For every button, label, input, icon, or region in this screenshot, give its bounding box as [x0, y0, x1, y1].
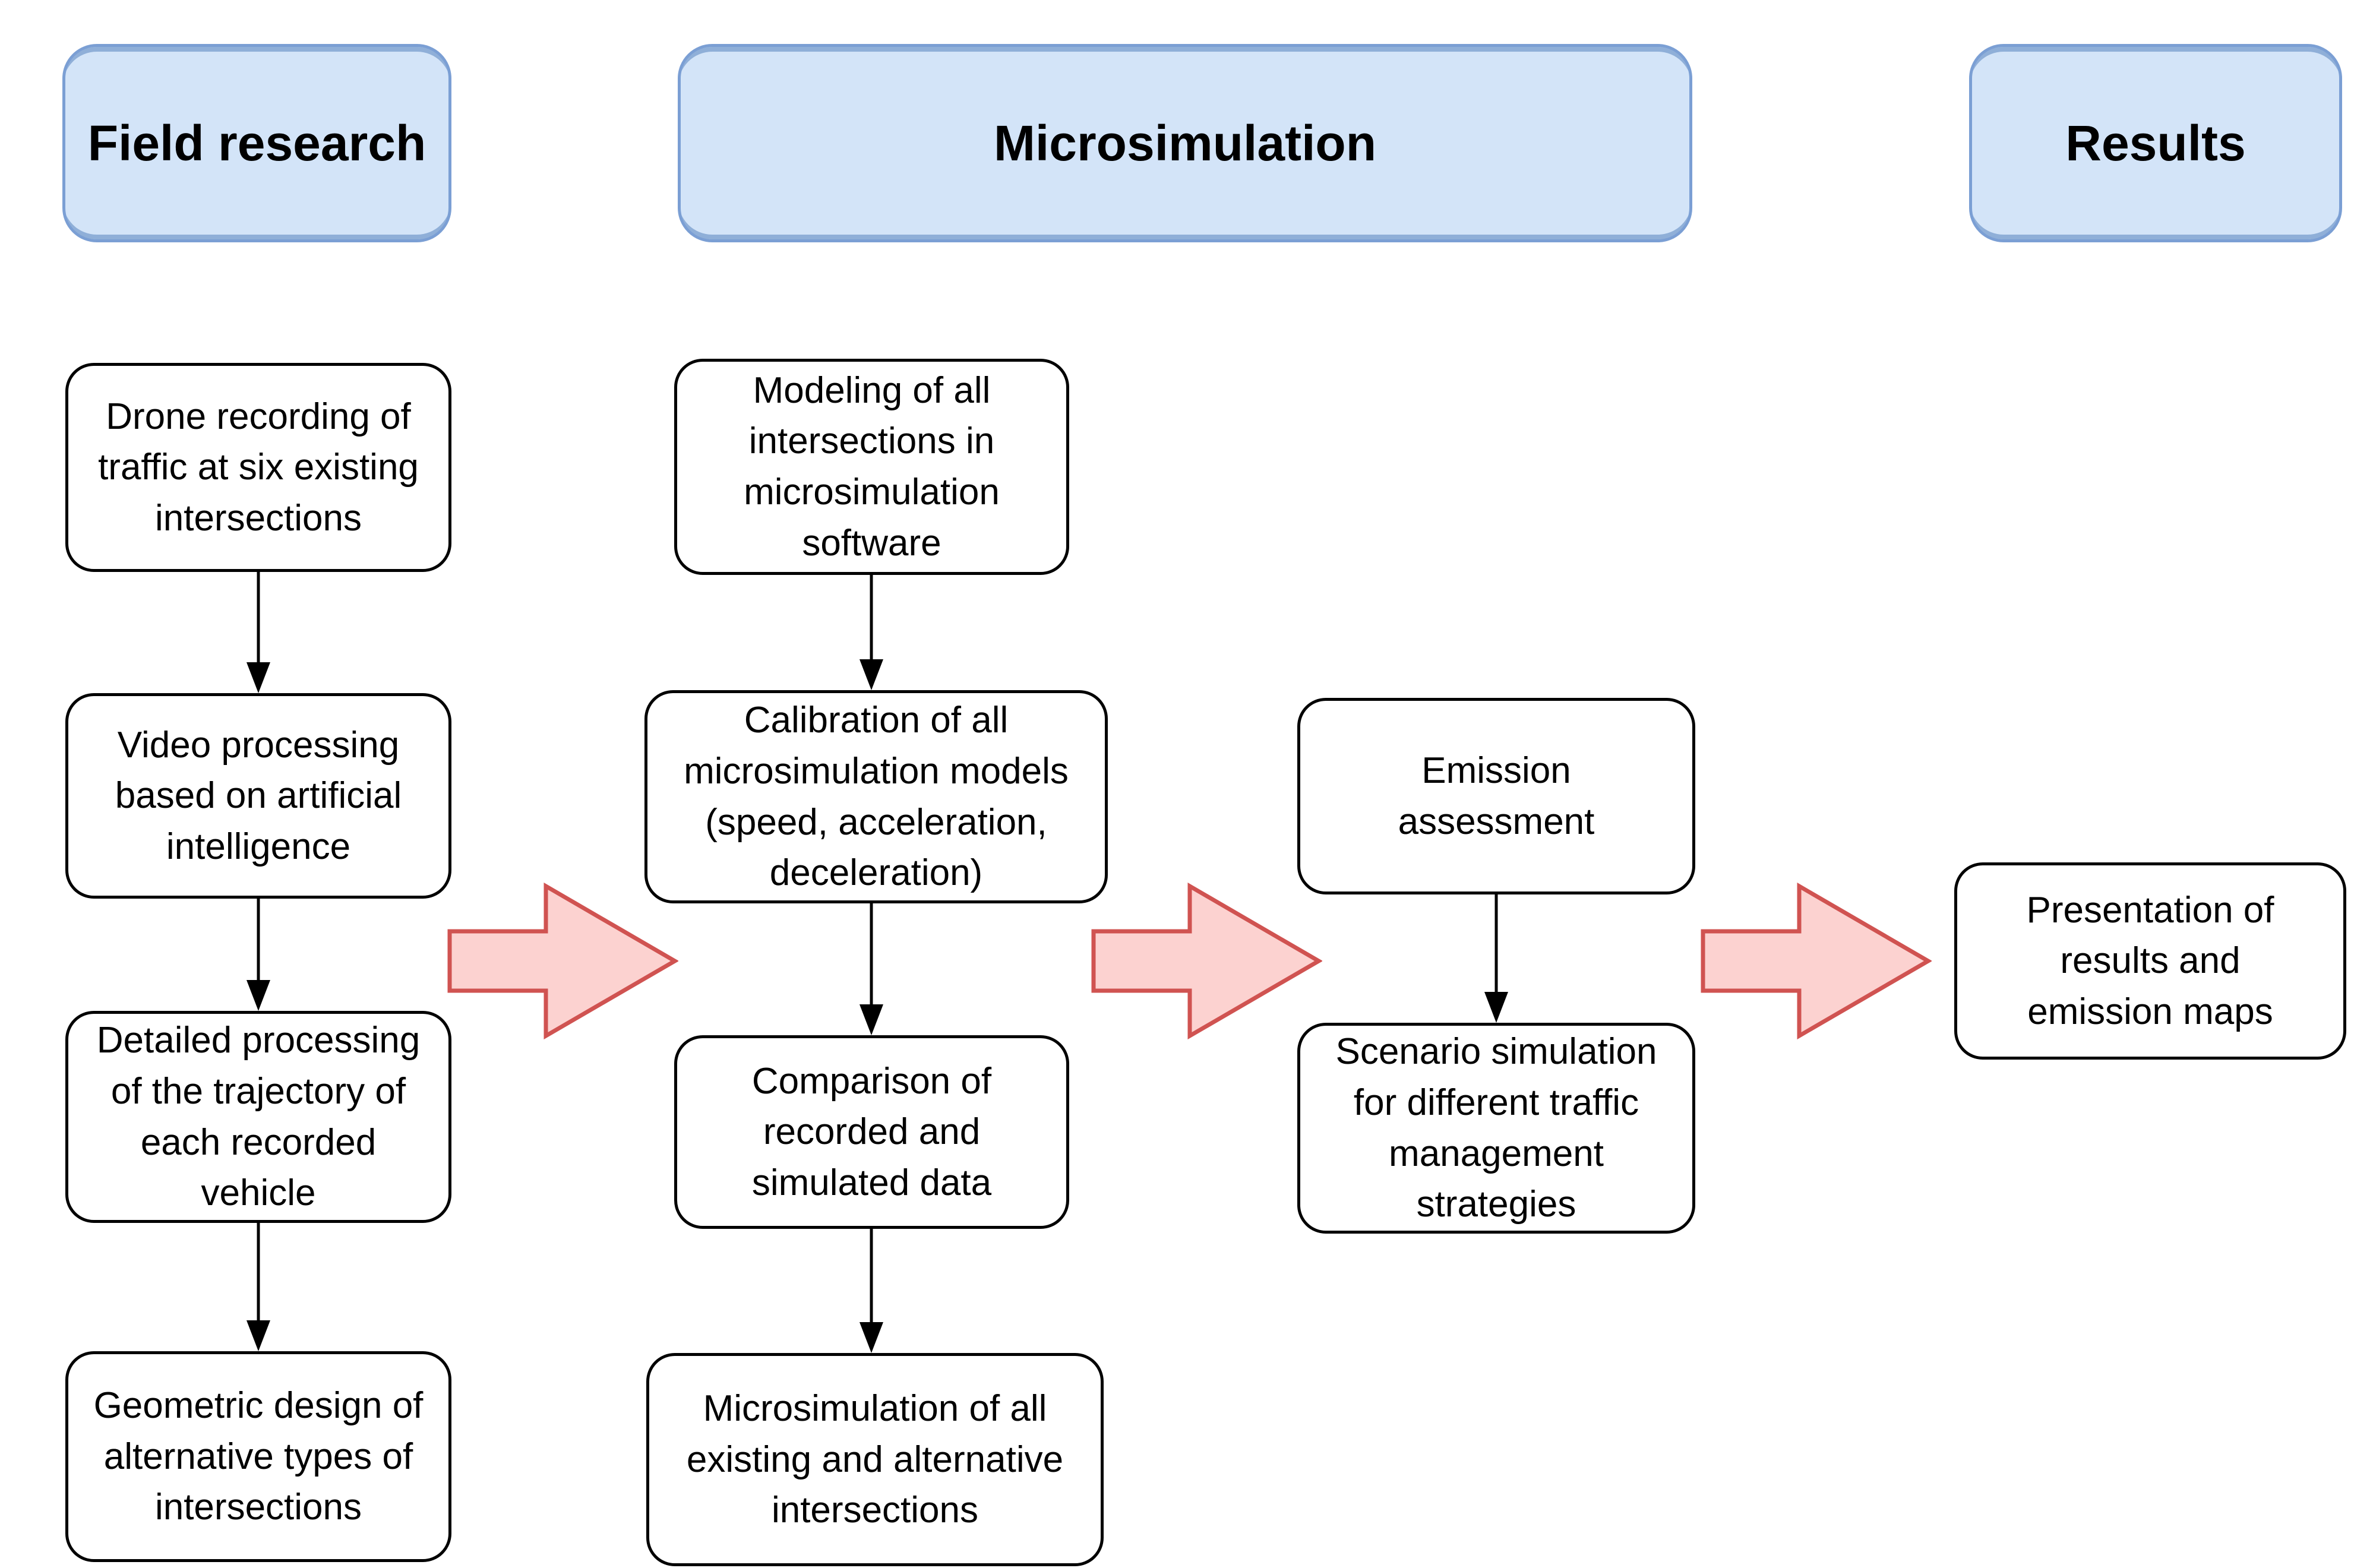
- process-results-presentation: Presentation of results and emission map…: [1954, 862, 2346, 1060]
- process-emission-assessment: Emission assessment: [1297, 698, 1695, 894]
- stage-header-results: Results: [1969, 44, 2342, 242]
- process-drone-recording-label: Drone recording of traffic at six existi…: [98, 396, 419, 539]
- stage-header-field-research: Field research: [62, 44, 451, 242]
- stage-header-field-research-label: Field research: [87, 115, 426, 171]
- stage-header-microsimulation-label: Microsimulation: [993, 115, 1377, 171]
- stage-header-microsimulation: Microsimulation: [678, 44, 1692, 242]
- process-trajectory-processing: Detailed processing of the trajectory of…: [65, 1011, 451, 1223]
- process-calibration: Calibration of all microsimulation model…: [644, 690, 1108, 903]
- process-drone-recording: Drone recording of traffic at six existi…: [65, 363, 451, 572]
- process-modeling-label: Modeling of all intersections in microsi…: [744, 369, 1000, 564]
- arrow-drone-to-video-icon: [247, 572, 270, 693]
- process-scenario-simulation: Scenario simulation for different traffi…: [1297, 1023, 1695, 1234]
- flow-arrow-field-to-microsimulation-icon: [447, 883, 678, 1039]
- flow-arrow-emission-to-results-icon: [1701, 883, 1932, 1039]
- process-comparison: Comparison of recorded and simulated dat…: [674, 1035, 1069, 1229]
- arrow-modeling-to-calibration-icon: [860, 575, 883, 690]
- arrow-comparison-to-microsimulation-icon: [860, 1229, 883, 1353]
- process-emission-assessment-label: Emission assessment: [1398, 750, 1595, 842]
- flow-arrow-microsimulation-to-emission-icon: [1091, 883, 1322, 1039]
- process-microsimulation-all: Microsimulation of all existing and alte…: [646, 1353, 1104, 1566]
- process-scenario-simulation-label: Scenario simulation for different traffi…: [1335, 1031, 1657, 1225]
- arrow-emission-to-scenario-icon: [1484, 894, 1508, 1023]
- process-calibration-label: Calibration of all microsimulation model…: [684, 700, 1069, 894]
- process-geometric-design: Geometric design of alternative types of…: [65, 1351, 451, 1562]
- stage-header-results-label: Results: [2065, 115, 2246, 171]
- process-comparison-label: Comparison of recorded and simulated dat…: [751, 1060, 992, 1203]
- arrow-calibration-to-comparison-icon: [860, 903, 883, 1035]
- process-trajectory-processing-label: Detailed processing of the trajectory of…: [96, 1020, 421, 1214]
- process-modeling: Modeling of all intersections in microsi…: [674, 359, 1069, 575]
- arrow-video-to-trajectory-icon: [247, 899, 270, 1011]
- process-microsimulation-all-label: Microsimulation of all existing and alte…: [686, 1388, 1064, 1531]
- process-results-presentation-label: Presentation of results and emission map…: [2026, 889, 2274, 1032]
- process-video-processing: Video processing based on artificial int…: [65, 693, 451, 899]
- process-geometric-design-label: Geometric design of alternative types of…: [93, 1385, 424, 1528]
- arrow-trajectory-to-geometric-icon: [247, 1223, 270, 1351]
- process-video-processing-label: Video processing based on artificial int…: [115, 724, 402, 867]
